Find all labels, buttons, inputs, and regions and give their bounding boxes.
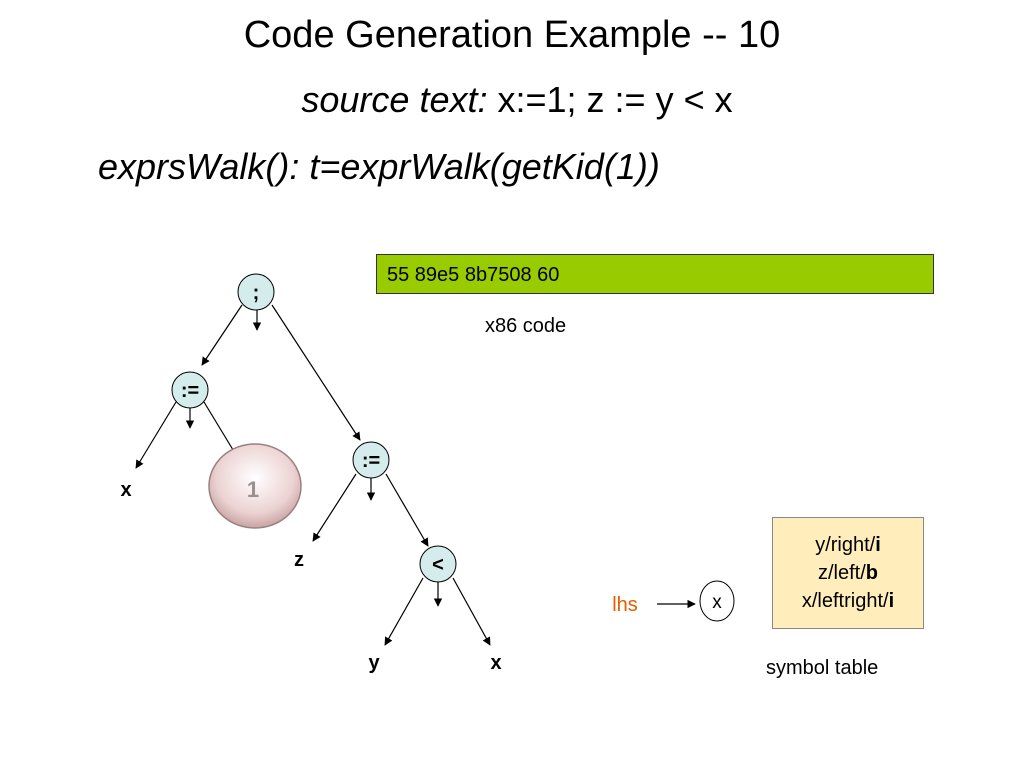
leaf-y: y — [368, 652, 380, 674]
tree-edges — [135, 304, 696, 646]
lhs-label: lhs — [612, 594, 638, 616]
node-less: < — [419, 545, 457, 583]
edge-root-assign1 — [201, 304, 243, 366]
symbol-row-type: i — [888, 590, 895, 612]
source-text-label: source text: — [301, 79, 488, 120]
symbol-row: y/right/i — [773, 531, 923, 559]
node-assign1: := — [171, 371, 209, 409]
x86-code-box: 55 89e5 8b7508 60 — [376, 254, 934, 294]
slide-title: Code Generation Example -- 10 — [243, 14, 781, 56]
edge-less-y — [384, 577, 424, 646]
symbol-row: z/left/b — [773, 559, 923, 587]
node-root-label: ; — [253, 282, 260, 304]
source-text-value: x:=1; z := y < x — [487, 79, 733, 120]
symbol-row-type: b — [865, 562, 878, 584]
node-assign1-label: := — [181, 380, 199, 402]
leaf-x-right: x — [490, 652, 501, 674]
edge-assign2-z — [312, 473, 357, 542]
node-assign2-label: := — [362, 450, 380, 472]
node-one-highlighted: 1 — [208, 443, 302, 529]
symbol-row-type: i — [875, 534, 881, 556]
symbol-row-name: z/left/ — [817, 562, 866, 584]
lhs-value-node: x — [699, 580, 735, 622]
source-text-line: source text: x:=1; z := y < x — [0, 78, 1024, 122]
edge-root-assign2 — [271, 304, 361, 441]
node-assign2: := — [352, 441, 390, 479]
x86-code-caption: x86 code — [485, 315, 567, 337]
node-root: ; — [237, 273, 275, 311]
leaf-x-left: x — [120, 479, 131, 501]
edge-assign2-less — [385, 473, 429, 547]
node-less-label: < — [432, 554, 444, 576]
edge-less-x — [452, 577, 491, 646]
symbol-row: x/leftright/i — [773, 587, 923, 615]
edge-assign1-x — [135, 401, 177, 469]
walk-call-line: exprsWalk(): t=exprWalk(getKid(1)) — [98, 146, 660, 187]
symbol-row-name: y/right/ — [815, 534, 876, 556]
symbol-table: y/right/i z/left/b x/leftright/i — [772, 517, 924, 629]
leaf-z: z — [294, 549, 304, 571]
symbol-table-caption: symbol table — [766, 657, 879, 679]
node-one-label: 1 — [247, 477, 259, 502]
lhs-value: x — [712, 592, 722, 613]
symbol-row-name: x/leftright/ — [801, 590, 889, 612]
